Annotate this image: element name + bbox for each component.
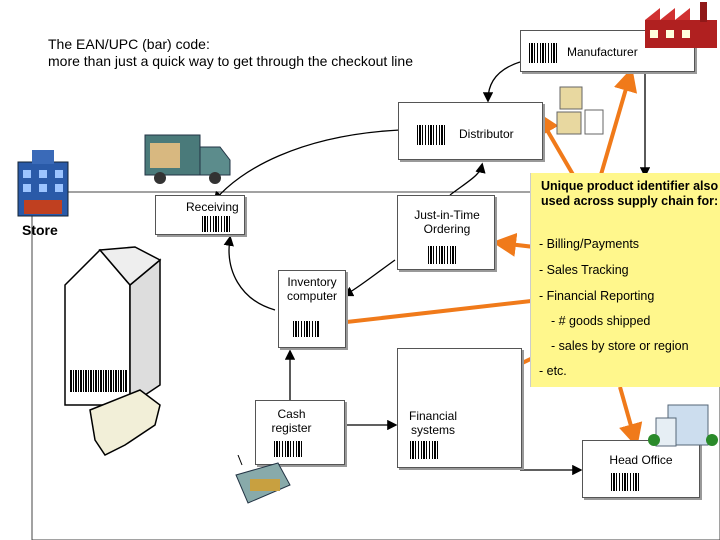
callout-item: - Financial Reporting xyxy=(539,289,655,303)
callout-item: - etc. xyxy=(539,364,567,378)
cash-register-icon xyxy=(235,455,291,504)
barcode-icon xyxy=(417,125,447,145)
title-line-2: more than just a quick way to get throug… xyxy=(48,53,413,69)
financial-label-line-1: Financial xyxy=(408,409,458,423)
head-office-label: Head Office xyxy=(609,453,673,467)
callout-box: Unique product identifier also used acro… xyxy=(530,173,720,387)
office-buildings-icon xyxy=(648,404,718,447)
clipboard-icon xyxy=(584,109,604,135)
arrow-receiving-inventory xyxy=(223,235,276,311)
barcode-icon xyxy=(293,321,319,337)
inventory-label-line-1: Inventory xyxy=(287,275,337,289)
callout-item: - # goods shipped xyxy=(551,314,651,328)
title-line-1: The EAN/UPC (bar) code: xyxy=(48,36,210,52)
inventory-computer-box: Inventory computer xyxy=(278,270,346,348)
callout-item: - Sales Tracking xyxy=(539,263,629,277)
callout-heading: Unique product identifier also used acro… xyxy=(541,179,719,208)
barcode-icon xyxy=(410,441,438,459)
barcode-icon xyxy=(428,246,456,264)
store-boundary xyxy=(31,191,720,540)
barcode-icon xyxy=(529,43,559,63)
factory-icon xyxy=(645,2,717,48)
scanner-icon xyxy=(89,389,161,456)
truck-icon xyxy=(144,134,231,184)
arrow-manufacturer-to-distributor xyxy=(482,61,521,103)
milk-carton-icon xyxy=(64,246,162,407)
head-office-box: Head Office xyxy=(582,440,700,498)
callout-item: - sales by store or region xyxy=(551,339,689,353)
cash-label-line-1: Cash xyxy=(277,407,306,421)
arrow-jit-inventory xyxy=(342,259,396,297)
jit-ordering-box: Just-in-Time Ordering xyxy=(397,195,495,270)
arrow-jit-to-distributor xyxy=(449,162,486,196)
manufacturer-box: Manufacturer xyxy=(520,30,695,72)
financial-label-line-2: systems xyxy=(410,423,455,437)
inventory-label-line-2: computer xyxy=(286,289,338,303)
barcode-icon xyxy=(202,216,230,232)
boxes-icon xyxy=(556,86,604,135)
financial-label: Financial systems xyxy=(402,409,464,437)
cash-label-line-2: register xyxy=(271,421,312,435)
jit-label-line-1: Just-in-Time xyxy=(414,208,480,222)
distributor-box: Distributor xyxy=(398,102,543,160)
barcode-icon xyxy=(611,473,639,491)
cash-register-box: Cash register xyxy=(255,400,345,465)
store-label: Store xyxy=(22,222,58,238)
receiving-box: Receiving xyxy=(155,195,245,235)
inventory-label: Inventory computer xyxy=(281,275,343,303)
cash-label: Cash register xyxy=(264,407,319,435)
barcode-icon xyxy=(274,441,302,457)
jit-label: Just-in-Time Ordering xyxy=(408,208,486,236)
callout-item: - Billing/Payments xyxy=(539,237,640,251)
financial-systems-box: Financial systems xyxy=(397,348,522,468)
distributor-label: Distributor xyxy=(459,127,514,141)
manufacturer-label: Manufacturer xyxy=(567,45,638,59)
receiving-label: Receiving xyxy=(186,200,239,214)
arrow-distributor-to-receiving xyxy=(213,129,401,202)
store-building-icon xyxy=(17,150,69,217)
page-title: The EAN/UPC (bar) code: more than just a… xyxy=(48,36,413,70)
jit-label-line-2: Ordering xyxy=(423,222,471,236)
